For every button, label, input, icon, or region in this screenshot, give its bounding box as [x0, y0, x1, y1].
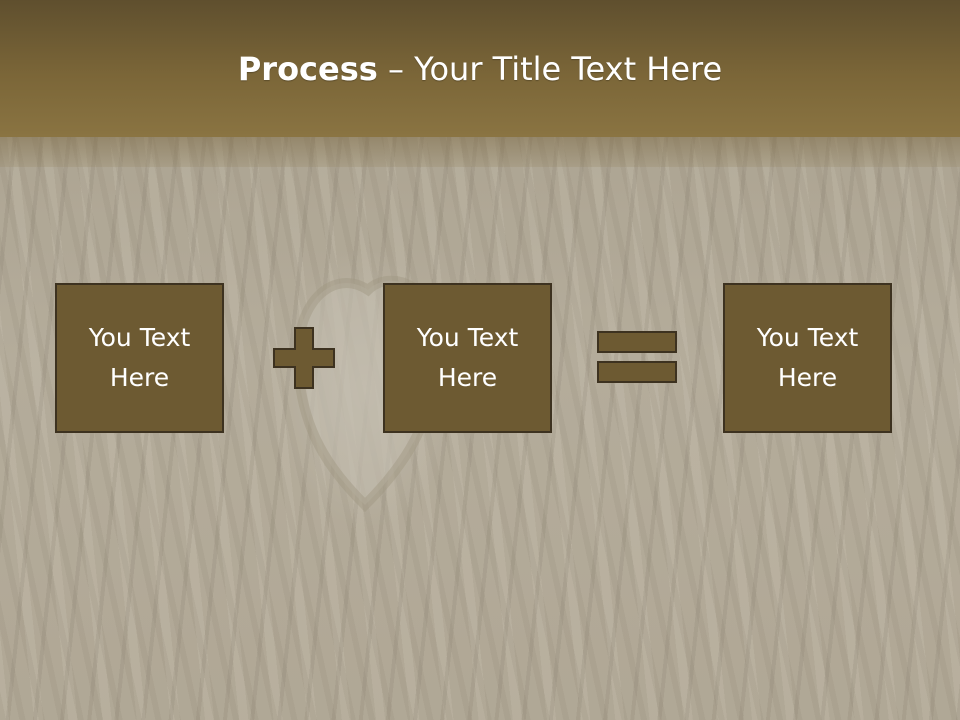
slide-title[interactable]: Process – Your Title Text Here — [238, 50, 722, 88]
process-step-1[interactable]: You Text Here — [55, 283, 224, 433]
process-step-3-text: You Text Here — [756, 323, 859, 392]
title-rest-text: Your Title Text Here — [414, 49, 723, 88]
equals-icon — [597, 331, 677, 383]
process-step-3[interactable]: You Text Here — [723, 283, 892, 433]
process-step-2[interactable]: You Text Here — [383, 283, 552, 433]
title-bar: Process – Your Title Text Here — [0, 0, 960, 137]
process-step-2-text: You Text Here — [416, 323, 519, 392]
header-shadow-strip — [0, 137, 960, 167]
title-separator: – — [377, 49, 415, 88]
title-bold-text: Process — [237, 49, 378, 88]
process-step-1-text: You Text Here — [88, 323, 191, 392]
plus-icon — [273, 327, 335, 389]
